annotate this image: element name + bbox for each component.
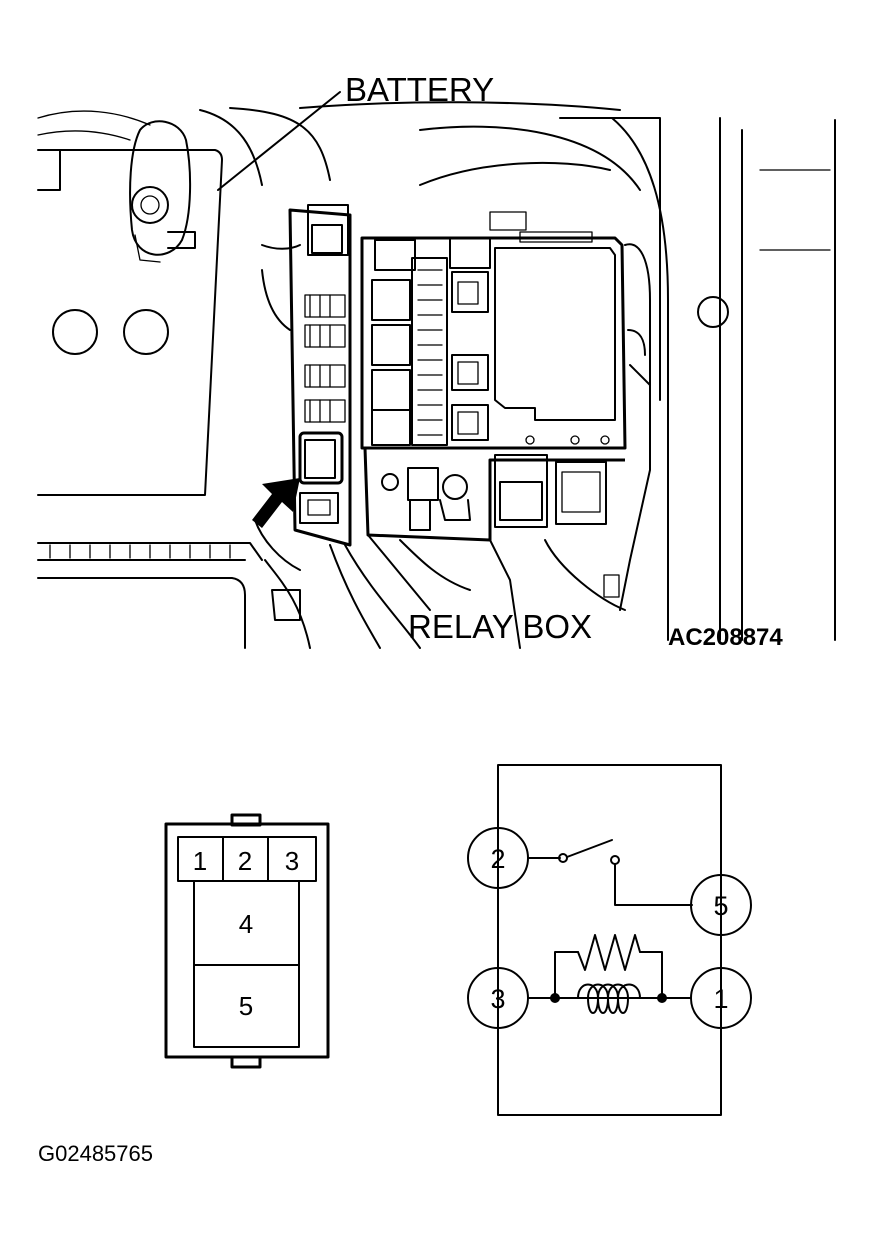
- engine-bay-illustration: [37, 91, 836, 649]
- terminal-4-label: 4: [239, 909, 253, 939]
- figure-code-bottom: G02485765: [38, 1141, 153, 1166]
- terminal-5-label: 5: [239, 991, 253, 1021]
- schematic-terminal-3: [467, 967, 529, 1029]
- relay-box-leader-line: [367, 534, 431, 611]
- schematic-terminal-5: [690, 874, 752, 936]
- battery-leader-line: [217, 91, 341, 191]
- schematic-terminal-1: [690, 967, 752, 1029]
- schematic-label-3: 3: [490, 984, 505, 1014]
- battery-tray: [37, 542, 263, 649]
- terminal-1-label: 1: [193, 846, 207, 876]
- schematic-label-5: 5: [713, 891, 728, 921]
- battery-label: BATTERY: [345, 71, 494, 108]
- relay-box: [254, 204, 651, 649]
- relay-box-label: RELAY BOX: [408, 608, 592, 645]
- relay-connector-view: [164, 813, 330, 1069]
- schematic-terminal-2: [467, 827, 529, 889]
- relay-schematic: [467, 764, 752, 1116]
- battery: [37, 120, 223, 496]
- terminal-5-cell: [193, 964, 300, 1048]
- figure-code-top: AC208874: [668, 624, 783, 651]
- schematic-label-2: 2: [490, 844, 505, 874]
- location-arrow: [252, 478, 300, 528]
- terminal-2-label: 2: [238, 846, 252, 876]
- terminal-3-label: 3: [285, 846, 299, 876]
- schematic-label-1: 1: [713, 984, 728, 1014]
